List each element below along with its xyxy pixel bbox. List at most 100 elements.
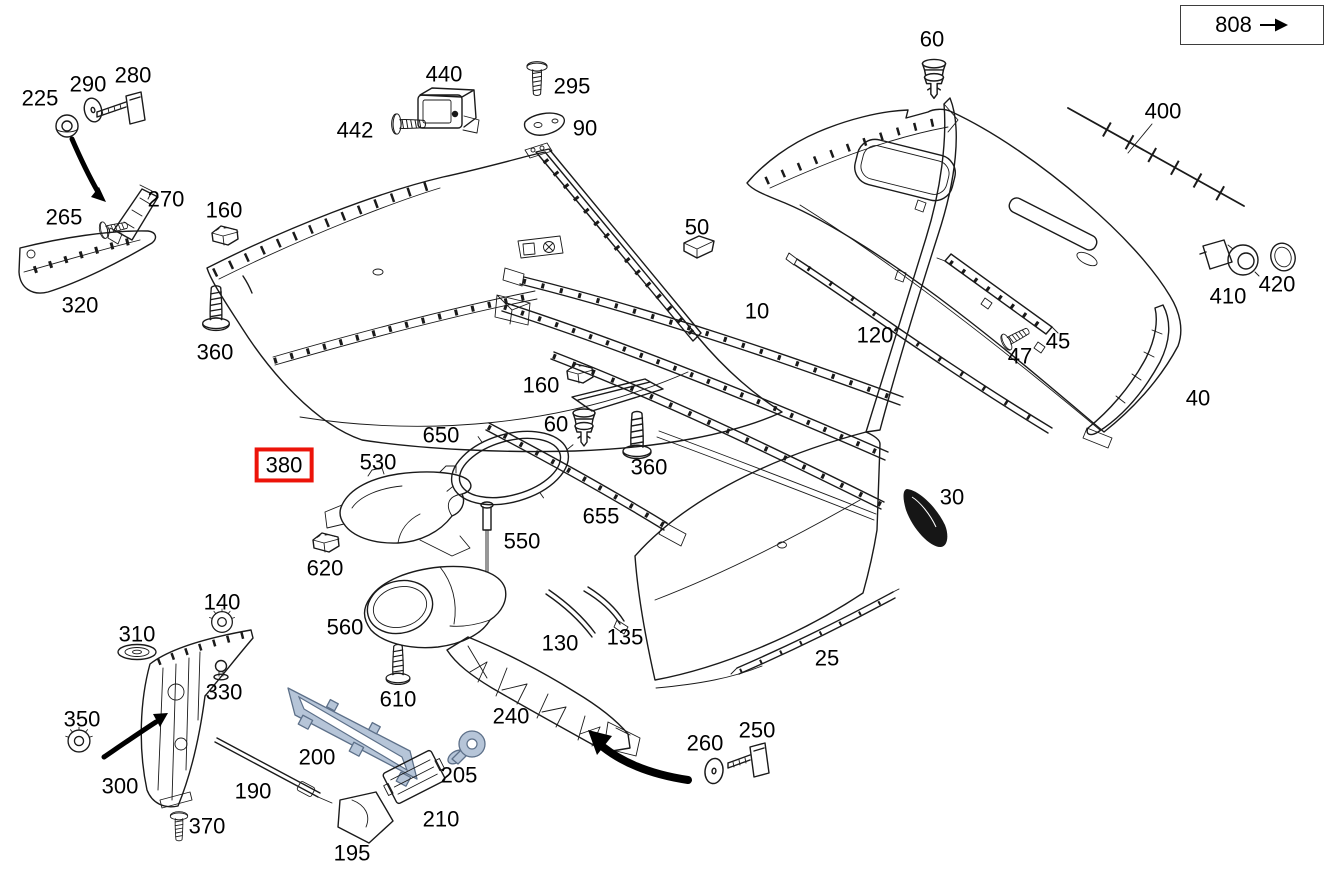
washer-310-drawing xyxy=(117,643,157,661)
screw-370-drawing xyxy=(169,811,189,842)
part-label-50[interactable]: 50 xyxy=(684,214,710,240)
part-label-190[interactable]: 190 xyxy=(234,778,272,804)
part-label-270[interactable]: 270 xyxy=(147,186,185,212)
cable-195-drawing xyxy=(337,791,394,844)
washer-260-drawing xyxy=(702,756,726,786)
part-label-655[interactable]: 655 xyxy=(582,503,620,529)
part-label-330[interactable]: 330 xyxy=(205,679,243,705)
label-leader-400 xyxy=(1127,123,1153,154)
part-label-60[interactable]: 60 xyxy=(543,411,569,437)
reference-page-number: 808 xyxy=(1215,12,1252,37)
part-label-260[interactable]: 260 xyxy=(686,730,724,756)
part-label-550[interactable]: 550 xyxy=(503,528,541,554)
part-label-120[interactable]: 120 xyxy=(856,322,894,348)
exhaust-tip-560-drawing xyxy=(363,565,507,649)
arrow-350-to-300 xyxy=(101,713,168,760)
part-label-210[interactable]: 210 xyxy=(422,806,460,832)
part-label-442[interactable]: 442 xyxy=(336,117,374,143)
bracket-45-drawing xyxy=(936,253,1059,335)
part-label-620[interactable]: 620 xyxy=(306,555,344,581)
part-label-350[interactable]: 350 xyxy=(63,706,101,732)
bracket-50-drawing xyxy=(683,235,715,259)
plug-205-drawing xyxy=(447,730,486,765)
part-label-160[interactable]: 160 xyxy=(205,197,243,223)
bracket-320-drawing xyxy=(18,230,157,294)
part-label-135[interactable]: 135 xyxy=(606,624,644,650)
part-label-200[interactable]: 200 xyxy=(298,744,336,770)
strip-120-drawing xyxy=(785,252,1053,434)
part-label-250[interactable]: 250 xyxy=(738,717,776,743)
rivet-60-mid-drawing xyxy=(572,408,596,447)
screw-330-drawing xyxy=(213,659,229,681)
arrow-225-to-270 xyxy=(69,136,106,202)
strip-25-drawing xyxy=(730,588,900,675)
bumper-upper-skin-drawing xyxy=(206,151,783,453)
part-label-280[interactable]: 280 xyxy=(114,62,152,88)
sensor-410-drawing xyxy=(1199,239,1260,277)
arc-130-drawing xyxy=(545,589,596,638)
reference-page-box[interactable]: 808 xyxy=(1180,5,1324,45)
part-label-240[interactable]: 240 xyxy=(492,703,530,729)
part-label-360[interactable]: 360 xyxy=(630,454,668,480)
part-label-290[interactable]: 290 xyxy=(69,71,107,97)
camera-module-440-drawing xyxy=(417,87,480,134)
part-label-300[interactable]: 300 xyxy=(101,773,139,799)
part-label-610[interactable]: 610 xyxy=(379,686,417,712)
part-label-420[interactable]: 420 xyxy=(1258,271,1296,297)
pin-550-drawing xyxy=(480,501,494,573)
module-210-drawing xyxy=(382,749,446,805)
part-label-650[interactable]: 650 xyxy=(422,422,460,448)
screw-442-drawing xyxy=(391,113,426,135)
part-label-140[interactable]: 140 xyxy=(203,589,241,615)
screw-360-mid-drawing xyxy=(622,410,652,460)
lower-fascia-drawing xyxy=(494,97,959,689)
part-label-160[interactable]: 160 xyxy=(522,372,560,398)
part-label-10[interactable]: 10 xyxy=(744,298,770,324)
part-label-310[interactable]: 310 xyxy=(118,621,156,647)
harness-line-400-drawing xyxy=(1067,107,1245,212)
side-rail-drawing xyxy=(524,142,702,342)
part-label-47[interactable]: 47 xyxy=(1007,343,1033,369)
nut-225-drawing xyxy=(55,114,79,138)
clip-160-top-drawing xyxy=(211,225,239,246)
part-label-320[interactable]: 320 xyxy=(61,292,99,318)
part-label-225[interactable]: 225 xyxy=(21,85,59,111)
part-label-400[interactable]: 400 xyxy=(1144,98,1182,124)
screw-610-drawing xyxy=(385,643,411,686)
side-bracket-300-drawing xyxy=(140,629,254,809)
reflector-30-drawing xyxy=(903,489,948,548)
rod-190-drawing xyxy=(214,737,333,804)
part-label-370[interactable]: 370 xyxy=(188,813,226,839)
part-label-25[interactable]: 25 xyxy=(814,645,840,671)
part-label-380[interactable]: 380 xyxy=(254,447,314,483)
screw-295-drawing xyxy=(526,61,548,96)
part-label-40[interactable]: 40 xyxy=(1185,385,1211,411)
part-label-30[interactable]: 30 xyxy=(939,484,965,510)
part-label-45[interactable]: 45 xyxy=(1045,328,1071,354)
part-label-130[interactable]: 130 xyxy=(541,630,579,656)
bracket-270-drawing xyxy=(107,184,159,245)
clip-620-drawing xyxy=(312,532,340,553)
part-label-440[interactable]: 440 xyxy=(425,61,463,87)
duct-530-drawing xyxy=(324,465,472,557)
part-label-90[interactable]: 90 xyxy=(572,115,598,141)
strip-655-drawing xyxy=(485,422,687,547)
part-label-60[interactable]: 60 xyxy=(919,26,945,52)
part-label-205[interactable]: 205 xyxy=(440,762,478,788)
part-label-560[interactable]: 560 xyxy=(326,614,364,640)
part-label-195[interactable]: 195 xyxy=(333,840,371,866)
screw-360-left-drawing xyxy=(202,285,230,332)
part-label-265[interactable]: 265 xyxy=(45,204,83,230)
part-label-410[interactable]: 410 xyxy=(1209,283,1247,309)
ring-420-drawing xyxy=(1270,242,1296,272)
arrow-260-to-240 xyxy=(588,730,692,784)
part-label-295[interactable]: 295 xyxy=(553,73,591,99)
absorber-240-drawing xyxy=(446,636,641,757)
diffuser-panel-drawing xyxy=(746,108,1182,449)
bolt-250-drawing xyxy=(727,742,770,778)
part-label-530[interactable]: 530 xyxy=(359,449,397,475)
part-label-360[interactable]: 360 xyxy=(196,339,234,365)
arc-135-drawing xyxy=(583,586,629,635)
